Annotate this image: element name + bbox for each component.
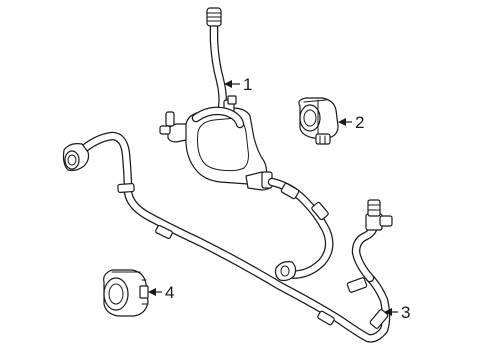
part-3-left-branch <box>75 131 391 343</box>
part-3-right-branch <box>346 199 393 329</box>
part-1-tank-body <box>159 95 273 191</box>
callout-1-number: 1 <box>243 75 252 94</box>
callout-2-number: 2 <box>355 113 364 132</box>
callout-3: 3 <box>384 303 410 322</box>
part-3-middle-hose <box>267 177 334 282</box>
part-1-upper-hose <box>209 17 227 113</box>
callout-2-arrowhead <box>338 118 346 126</box>
callout-4: 4 <box>148 283 174 302</box>
callout-4-number: 4 <box>165 283 174 302</box>
part-2-hose-clamp <box>298 97 339 145</box>
callout-4-arrowhead <box>148 288 156 296</box>
part-1-top-connector <box>206 7 222 27</box>
part-1-reservoir-assembly <box>159 7 273 191</box>
callout-2: 2 <box>338 113 364 132</box>
part-4-coupler <box>103 269 149 317</box>
callout-1-arrowhead <box>224 80 232 88</box>
callout-1: 1 <box>224 75 252 94</box>
part-3-return-hose <box>62 131 393 343</box>
callout-3-arrowhead <box>384 308 392 316</box>
part-3-left-connector <box>62 143 90 172</box>
callout-3-number: 3 <box>401 303 410 322</box>
